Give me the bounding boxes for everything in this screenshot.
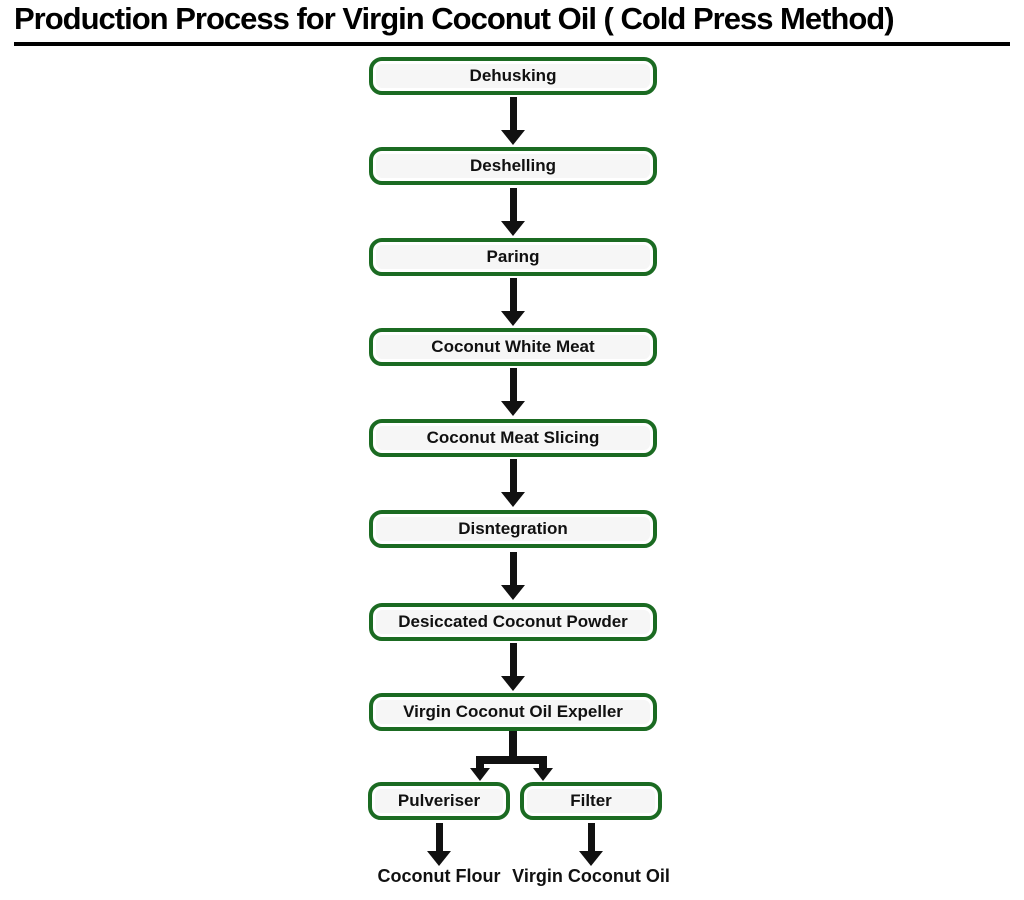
arrow-head-icon: [427, 851, 451, 866]
down-arrow: [579, 823, 603, 866]
flow-step-desiccated-coconut-powder: Desiccated Coconut Powder: [369, 603, 657, 641]
flow-step-label: Coconut White Meat: [431, 337, 595, 356]
flow-step-filter: Filter: [520, 782, 662, 820]
flow-step-paring: Paring: [369, 238, 657, 276]
down-arrow: [470, 762, 490, 781]
down-arrow: [501, 97, 525, 145]
arrow-head-icon: [579, 851, 603, 866]
arrow-head-icon: [470, 768, 490, 781]
arrow-head-icon: [501, 492, 525, 507]
output-label-coconut-flour: Coconut Flour: [377, 866, 501, 886]
arrow-shaft: [509, 188, 517, 221]
arrow-head-icon: [501, 221, 525, 236]
flow-step-virgin-coconut-oil-expeller: Virgin Coconut Oil Expeller: [369, 693, 657, 731]
arrow-head-icon: [501, 311, 525, 326]
flow-step-label: Disntegration: [458, 519, 568, 538]
arrow-shaft: [509, 459, 517, 492]
page-title: Production Process for Virgin Coconut Oi…: [14, 1, 1010, 46]
output-label-virgin-coconut-oil: Virgin Coconut Oil: [512, 866, 670, 886]
arrow-head-icon: [533, 768, 553, 781]
arrow-head-icon: [501, 401, 525, 416]
flow-step-label: Pulveriser: [397, 791, 481, 810]
flow-step-label: Virgin Coconut Oil Expeller: [403, 702, 623, 721]
flow-step-label: Desiccated Coconut Powder: [398, 612, 628, 631]
flow-step-label: Deshelling: [470, 156, 556, 175]
flow-step-dehusking: Dehusking: [369, 57, 657, 95]
arrow-shaft: [509, 643, 517, 676]
flow-step-label: Dehusking: [469, 66, 557, 85]
flow-step-coconut-meat-slicing: Coconut Meat Slicing: [369, 419, 657, 457]
flow-step-label: Paring: [486, 247, 540, 266]
down-arrow: [533, 762, 553, 781]
arrow-shaft: [509, 552, 517, 585]
arrow-shaft: [587, 823, 595, 851]
arrow-shaft: [509, 97, 517, 130]
arrow-shaft: [476, 762, 484, 768]
arrow-head-icon: [501, 676, 525, 691]
arrow-shaft: [509, 368, 517, 401]
down-arrow: [501, 552, 525, 600]
down-arrow: [501, 368, 525, 416]
arrow-head-icon: [501, 130, 525, 145]
arrow-shaft: [435, 823, 443, 851]
down-arrow: [501, 278, 525, 326]
down-arrow: [427, 823, 451, 866]
flow-step-deshelling: Deshelling: [369, 147, 657, 185]
flow-step-coconut-white-meat: Coconut White Meat: [369, 328, 657, 366]
flow-step-label: Coconut Meat Slicing: [426, 428, 600, 447]
flow-step-disntegration: Disntegration: [369, 510, 657, 548]
split-connector-stem: [509, 731, 517, 758]
flow-step-pulveriser: Pulveriser: [368, 782, 510, 820]
flow-step-label: Filter: [570, 791, 612, 810]
split-connector-bar: [476, 756, 547, 764]
down-arrow: [501, 188, 525, 236]
down-arrow: [501, 459, 525, 507]
down-arrow: [501, 643, 525, 691]
arrow-head-icon: [501, 585, 525, 600]
arrow-shaft: [539, 762, 547, 768]
arrow-shaft: [509, 278, 517, 311]
